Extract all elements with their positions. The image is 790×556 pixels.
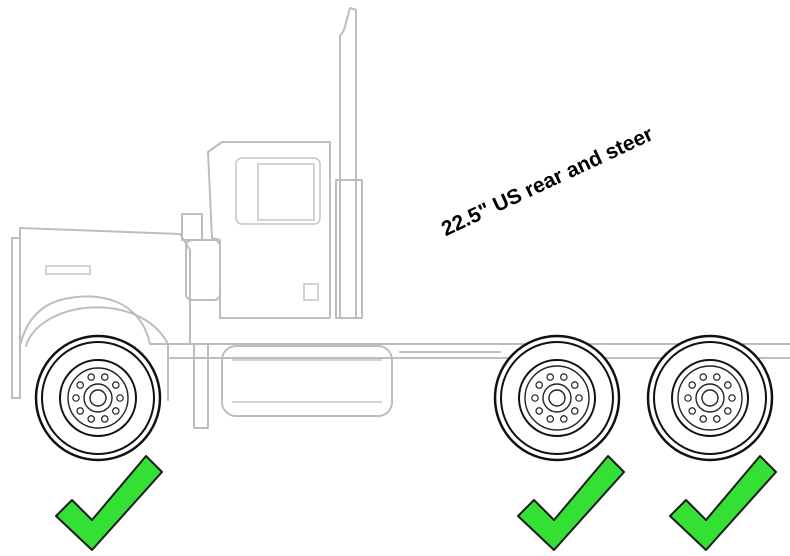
lug-stud [113, 408, 119, 414]
rear-wheel-back [648, 336, 772, 460]
lug-stud [725, 382, 731, 388]
lug-stud [685, 395, 691, 401]
lug-stud [117, 395, 123, 401]
lug-stud [547, 374, 553, 380]
checkmark-icon [56, 456, 162, 550]
lug-stud [73, 395, 79, 401]
lug-stud [700, 374, 706, 380]
lug-stud [88, 374, 94, 380]
lug-stud [536, 382, 542, 388]
lug-stud [561, 374, 567, 380]
rear-wheel-front [495, 336, 619, 460]
lug-stud [113, 382, 119, 388]
lug-stud [714, 374, 720, 380]
lug-stud [532, 395, 538, 401]
lug-stud [547, 416, 553, 422]
lug-stud [729, 395, 735, 401]
lug-stud [102, 374, 108, 380]
lug-stud [77, 382, 83, 388]
lug-stud [572, 382, 578, 388]
lug-stud [572, 408, 578, 414]
steer-wheel [36, 336, 160, 460]
lug-stud [561, 416, 567, 422]
checkmark-icon [518, 456, 624, 550]
lug-stud [700, 416, 706, 422]
lug-stud [77, 408, 83, 414]
lug-stud [88, 416, 94, 422]
lug-stud [689, 382, 695, 388]
lug-stud [576, 395, 582, 401]
lug-stud [725, 408, 731, 414]
lug-stud [536, 408, 542, 414]
lug-stud [689, 408, 695, 414]
lug-stud [714, 416, 720, 422]
checkmark-icon [670, 456, 776, 550]
lug-stud [102, 416, 108, 422]
